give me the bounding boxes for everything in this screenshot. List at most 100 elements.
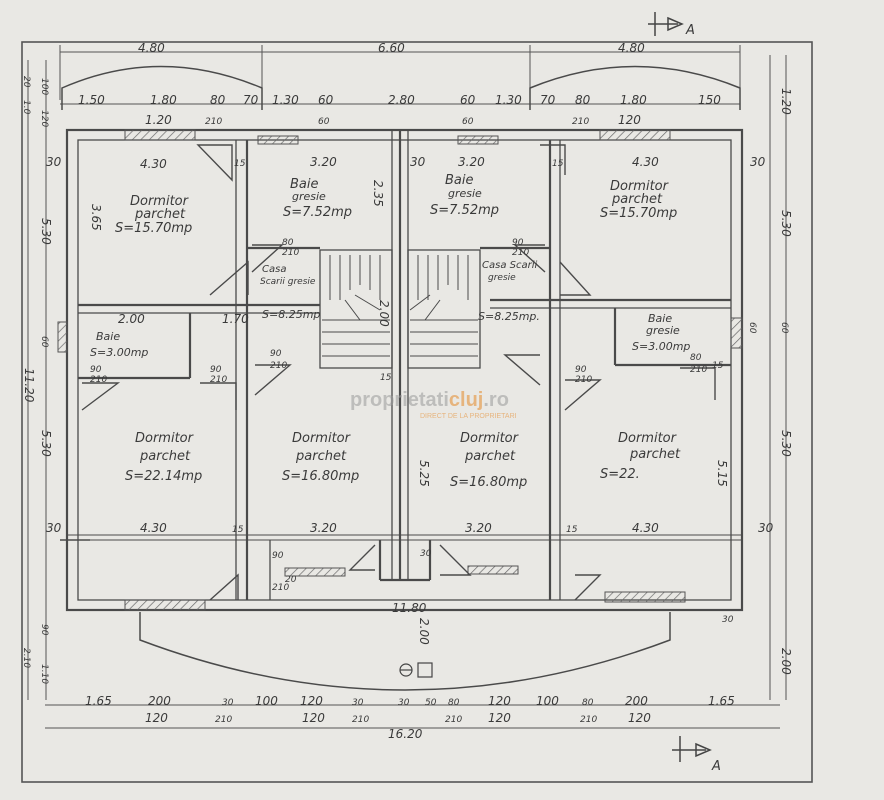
door-swings — [60, 144, 716, 601]
top-dimension-texts: 4.80 6.60 4.80 1.50 1.80 80 70 1.30 60 2… — [78, 41, 721, 127]
inner-up-6: 3.20 — [458, 155, 485, 169]
svg-text:S=7.52mp: S=7.52mp — [430, 203, 499, 218]
svg-text:Dormitor: Dormitor — [292, 431, 352, 446]
dim-top-open-2: 1.80 — [150, 93, 177, 107]
dim-top-open-9: 1.30 — [495, 93, 522, 107]
dim-bot-open-7: 30 — [398, 698, 410, 708]
inner-width-texts: 30 4.30 15 3.20 30 3.20 15 4.30 30 30 4.… — [46, 155, 774, 535]
inner-low-3: 15 — [232, 525, 244, 535]
dim-top-open-8: 60 — [460, 93, 476, 107]
door-mark-2: 210 — [282, 248, 299, 258]
door-mark-1: 80 — [282, 238, 294, 248]
svg-text:S=15.70mp: S=15.70mp — [115, 221, 192, 236]
misc-dim-9: 2.00 — [417, 618, 431, 645]
door-mark-14: 210 — [575, 375, 592, 385]
svg-text:Baie: Baie — [290, 177, 319, 192]
misc-dim-7: 5.15 — [715, 460, 729, 487]
dim-top-open-11: 80 — [575, 93, 591, 107]
svg-text:S=3.00mp: S=3.00mp — [632, 340, 690, 353]
svg-text:Scarii gresie: Scarii gresie — [260, 277, 316, 287]
inner-low-2: 4.30 — [140, 521, 167, 535]
misc-dim-10: 90 — [272, 551, 284, 561]
door-mark-texts: 80 210 90 210 90 210 90 210 90 210 80 21… — [90, 238, 707, 385]
svg-text:Baie: Baie — [648, 312, 672, 325]
dim-bot-open-1: 1.65 — [85, 694, 112, 708]
dim-bot-open-4: 100 — [255, 694, 278, 708]
dim-bot-open-8: 50 — [425, 698, 437, 708]
dim-top-open-10: 70 — [540, 93, 556, 107]
dim-bot-total: 16.20 — [388, 727, 423, 741]
svg-text:Baie: Baie — [96, 330, 120, 343]
dim-top-outer-3: 4.80 — [618, 41, 645, 55]
dim-bot-open-9: 80 — [448, 698, 460, 708]
windows — [57, 129, 743, 611]
dim-top-sill-2: 210 — [205, 117, 222, 127]
section-marker-bottom-label: A — [711, 759, 721, 774]
dim-top-outer-2: 6.60 — [378, 41, 405, 55]
svg-text:Dormitor: Dormitor — [135, 431, 195, 446]
inner-low-5: 3.20 — [465, 521, 492, 535]
dim-left-6: 60 — [39, 336, 49, 348]
door-mark-5: 90 — [90, 365, 102, 375]
door-mark-8: 210 — [210, 375, 227, 385]
dim-bot-open-6: 30 — [352, 698, 364, 708]
dim-bot-open-10: 120 — [488, 694, 511, 708]
inner-up-9: 30 — [750, 155, 766, 169]
svg-text:S=22.: S=22. — [600, 467, 640, 482]
dim-top-open-1: 1.50 — [78, 93, 105, 107]
dim-bot-open-3: 30 — [222, 698, 234, 708]
dim-top-sill-1: 1.20 — [145, 113, 172, 127]
inner-low-1: 30 — [46, 521, 62, 535]
dim-left-8: 5.30 — [39, 430, 53, 457]
dim-bot-open-12: 80 — [582, 698, 594, 708]
dim-left-9: 90 — [39, 624, 49, 636]
misc-dimension-texts: 2.00 1.70 3.65 2.35 2.00 5.25 5.15 11.80… — [89, 180, 734, 645]
door-mark-13: 90 — [575, 365, 587, 375]
dim-top-open-4: 70 — [243, 93, 259, 107]
dim-top-outer-1: 4.80 — [138, 41, 165, 55]
dim-bot-sill-6: 120 — [488, 711, 511, 725]
watermark-tagline: DIRECT DE LA PROPRIETARI — [420, 413, 517, 420]
door-mark-10: 210 — [270, 361, 287, 371]
dimension-lines — [27, 45, 787, 729]
dim-left-3: 100 — [39, 78, 49, 95]
svg-text:parchet: parchet — [611, 192, 663, 207]
svg-text:Dormitor: Dormitor — [130, 194, 190, 209]
dim-right-2: 5.30 — [779, 210, 793, 237]
svg-text:S=16.80mp: S=16.80mp — [282, 469, 359, 484]
dim-bot-sill-8: 120 — [628, 711, 651, 725]
watermark-tld: .ro — [483, 389, 509, 411]
dim-bot-open-14: 1.65 — [708, 694, 735, 708]
staircase-left — [322, 255, 390, 357]
svg-text:parchet: parchet — [629, 447, 681, 462]
dim-bot-sill-2: 210 — [215, 715, 232, 725]
dim-bot-open-5: 120 — [300, 694, 323, 708]
room-dormitor-upper-right: Dormitor parchet S=15.70mp — [600, 179, 677, 221]
svg-text:Dormitor: Dormitor — [610, 179, 670, 194]
inner-up-7: 15 — [552, 159, 564, 169]
svg-text:Casa Scarii: Casa Scarii — [482, 260, 537, 271]
section-marker-bottom — [672, 736, 712, 762]
dim-left-11: 1.10 — [39, 664, 49, 684]
dim-left-5: 5.30 — [39, 218, 53, 245]
door-mark-11: 80 — [690, 353, 702, 363]
dim-bot-sill-7: 210 — [580, 715, 597, 725]
svg-text:Dormitor: Dormitor — [618, 431, 678, 446]
room-dormitor-lower-left: Dormitor parchet S=22.14mp — [125, 431, 202, 484]
staircase-right — [409, 255, 478, 357]
drawing-border — [21, 41, 813, 783]
misc-dim-5: 2.00 — [377, 300, 391, 327]
watermark-brand-a: proprietati — [350, 389, 449, 411]
dim-left-10: 2.10 — [21, 648, 31, 668]
dim-top-sill-3: 60 — [318, 117, 330, 127]
dim-top-open-13: 150 — [698, 93, 721, 107]
bottom-dimension-texts: 1.65 200 30 100 120 30 30 50 80 120 100 … — [85, 694, 735, 741]
svg-text:parchet: parchet — [464, 449, 516, 464]
svg-text:S=22.14mp: S=22.14mp — [125, 469, 202, 484]
svg-text:Dormitor: Dormitor — [460, 431, 520, 446]
walls — [65, 128, 744, 612]
room-dormitor-lower-mid-left: Dormitor parchet S=16.80mp — [282, 431, 359, 484]
watermark-brand-b: cluj — [449, 389, 483, 411]
room-dormitor-lower-mid-right: Dormitor parchet S=16.80mp — [450, 431, 527, 490]
